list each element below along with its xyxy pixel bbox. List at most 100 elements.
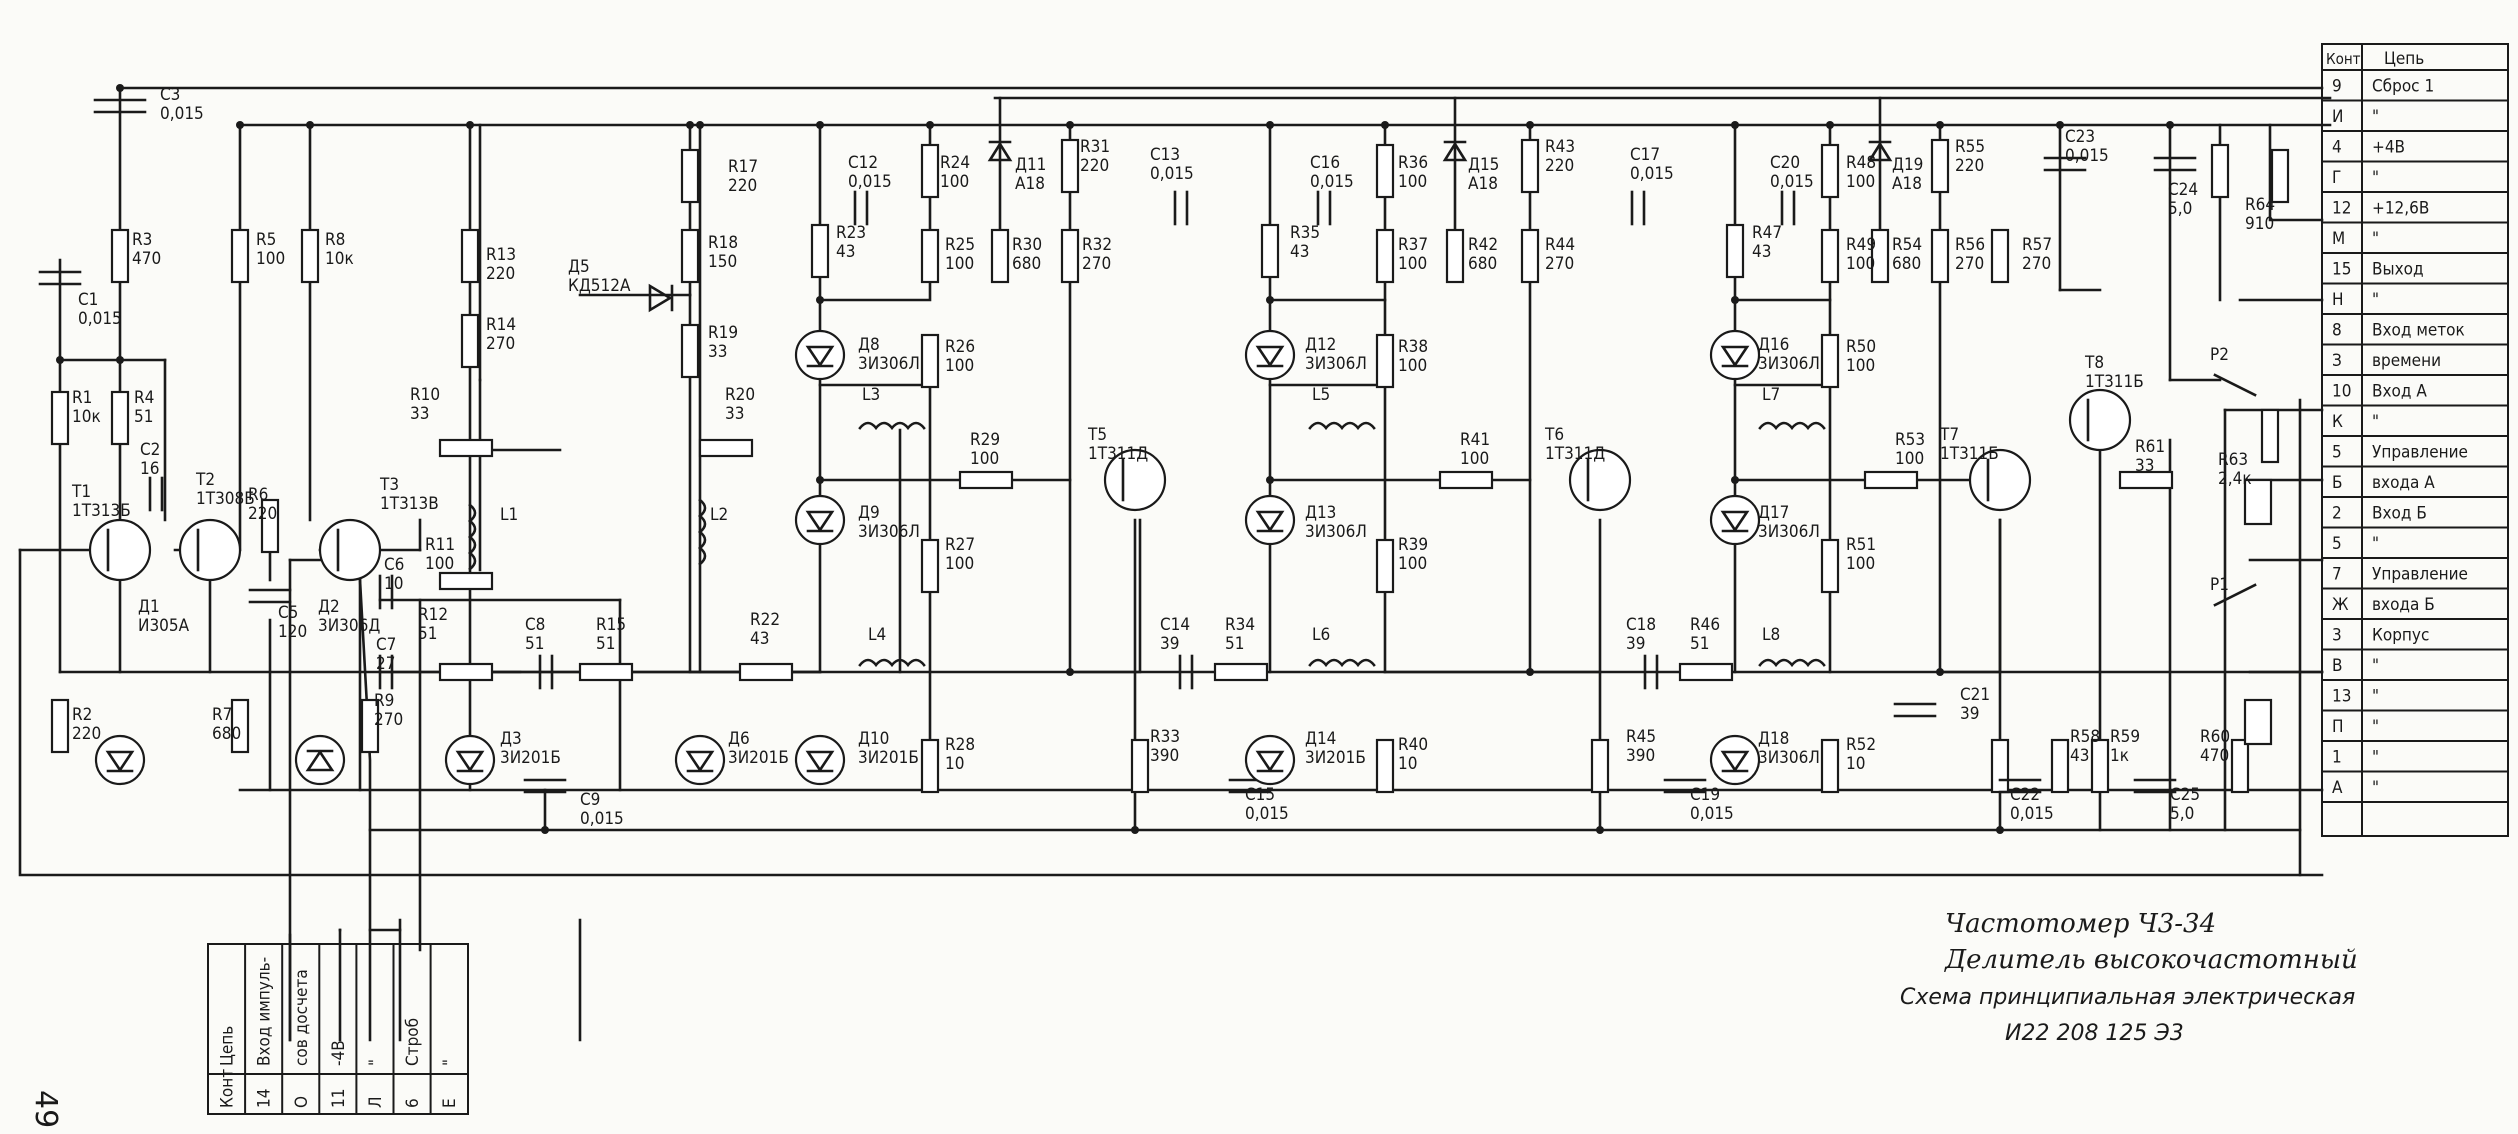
label-d2-ref: Д2 [318, 597, 340, 617]
label-r60-value: 470 [2200, 746, 2229, 766]
label-d1-value: И305А [138, 616, 190, 636]
bc-row-circuit: Строб [403, 1018, 423, 1066]
label-r47-ref: R47 [1752, 223, 1782, 243]
junctions [56, 84, 2174, 834]
label-r9-value: 270 [374, 710, 403, 730]
resistors [50, 138, 2290, 794]
label-c8-value: 51 [525, 634, 544, 654]
label-l2-ref: L2 [710, 505, 728, 525]
label-r32-ref: R32 [1082, 235, 1112, 255]
label-r19-value: 33 [708, 342, 727, 362]
label-d11-ref: Д11 [1015, 155, 1046, 175]
label-r14-value: 270 [486, 334, 515, 354]
bc-row-circuit: сов досчета [292, 969, 312, 1066]
rc-row-contact: Ж [2332, 595, 2349, 615]
label-r35-ref: R35 [1290, 223, 1320, 243]
label-p2-ref: P2 [2210, 345, 2229, 365]
label-r39-ref: R39 [1398, 535, 1428, 555]
relays [2213, 373, 2273, 746]
rc-row-contact: Н [2332, 290, 2344, 310]
label-r20-ref: R20 [725, 385, 755, 405]
rc-row-circuit: входа А [2372, 473, 2435, 493]
label-r38-ref: R38 [1398, 337, 1428, 357]
label-d10-value: 3И201Б [858, 748, 919, 768]
rc-row-circuit: " [2372, 412, 2379, 432]
label-d19-ref: Д19 [1892, 155, 1923, 175]
label-t5-ref: T5 [1087, 425, 1107, 445]
label-c16-value: 0,015 [1310, 172, 1354, 192]
label-r4-value: 51 [134, 407, 153, 427]
label-r40-ref: R40 [1398, 735, 1428, 755]
title-line-3: Схема принципиальная электрическая [1900, 985, 2355, 1010]
label-r42-value: 680 [1468, 254, 1497, 274]
label-r56-ref: R56 [1955, 235, 1985, 255]
label-r46-value: 51 [1690, 634, 1709, 654]
label-c20-ref: C20 [1770, 153, 1800, 173]
label-d8-value: 3И306Л [858, 354, 920, 374]
rc-row-circuit: Выход [2372, 260, 2424, 280]
label-c22-value: 0,015 [2010, 804, 2054, 824]
label-r47-value: 43 [1752, 242, 1771, 262]
label-r40-value: 10 [1398, 754, 1417, 774]
label-d14-value: 3И201Б [1305, 748, 1366, 768]
bc-row-contact: Конт [218, 1069, 238, 1108]
label-r33-ref: R33 [1150, 727, 1180, 747]
label-d16-ref: Д16 [1758, 335, 1789, 355]
label-c5-value: 120 [278, 622, 307, 642]
label-d15-value: А18 [1468, 174, 1498, 194]
label-r30-ref: R30 [1012, 235, 1042, 255]
label-c9-value: 0,015 [580, 809, 624, 829]
label-r59-ref: R59 [2110, 727, 2140, 747]
label-r57-ref: R57 [2022, 235, 2052, 255]
label-c1-value: 0,015 [78, 309, 122, 329]
label-c16-ref: C16 [1310, 153, 1340, 173]
label-r39-value: 100 [1398, 554, 1427, 574]
label-r41-value: 100 [1460, 449, 1489, 469]
rc-row-circuit: " [2372, 229, 2379, 249]
rc-row-circuit: входа Б [2372, 595, 2435, 615]
rc-row-circuit: +4В [2372, 138, 2405, 158]
label-d18-ref: Д18 [1758, 729, 1789, 749]
label-c2-value: 16 [140, 459, 159, 479]
right-connector-table [2321, 43, 2509, 837]
label-d5-ref: Д5 [568, 257, 590, 277]
title-line-1: Частотомер Ч3-34 [1945, 909, 2216, 939]
label-d10-ref: Д10 [858, 729, 889, 749]
label-r7-ref: R7 [212, 705, 232, 725]
label-c22-ref: C22 [2010, 785, 2040, 805]
label-c24-ref: C24 [2168, 180, 2198, 200]
label-d9-value: 3И306Л [858, 522, 920, 542]
label-r51-value: 100 [1846, 554, 1875, 574]
label-r53-ref: R53 [1895, 430, 1925, 450]
label-d15-ref: Д15 [1468, 155, 1499, 175]
label-r58-ref: R58 [2070, 727, 2100, 747]
label-l6-ref: L6 [1312, 625, 1330, 645]
label-r17-ref: R17 [728, 157, 758, 177]
bc-row-contact: 11 [329, 1089, 349, 1108]
label-r12-ref: R12 [418, 605, 448, 625]
label-r8-value: 10к [325, 249, 354, 269]
label-c7-ref: C7 [376, 635, 396, 655]
label-r52-value: 10 [1846, 754, 1865, 774]
label-d19-value: А18 [1892, 174, 1922, 194]
label-r18-value: 150 [708, 252, 737, 272]
rc-header-circuit: Цепь [2384, 49, 2424, 69]
rc-row-circuit: " [2372, 748, 2379, 768]
label-d17-value: 3И306Л [1758, 522, 1820, 542]
label-c3-value: 0,015 [160, 104, 204, 124]
label-r20-value: 33 [725, 404, 744, 424]
label-r42-ref: R42 [1468, 235, 1498, 255]
rc-row-contact: 1 [2332, 748, 2342, 768]
label-t1-ref: T1 [71, 482, 91, 502]
label-t3-value: 1Т313В [380, 494, 439, 514]
label-r55-value: 220 [1955, 156, 1984, 176]
label-c12-ref: C12 [848, 153, 878, 173]
label-r14-ref: R14 [486, 315, 516, 335]
label-r11-value: 100 [425, 554, 454, 574]
rc-row-contact: 2 [2332, 504, 2342, 524]
label-r1-value: 10к [72, 407, 101, 427]
label-t8-value: 1Т311Б [2085, 372, 2144, 392]
rc-row-contact: Б [2332, 473, 2343, 493]
label-r58-value: 43 [2070, 746, 2089, 766]
